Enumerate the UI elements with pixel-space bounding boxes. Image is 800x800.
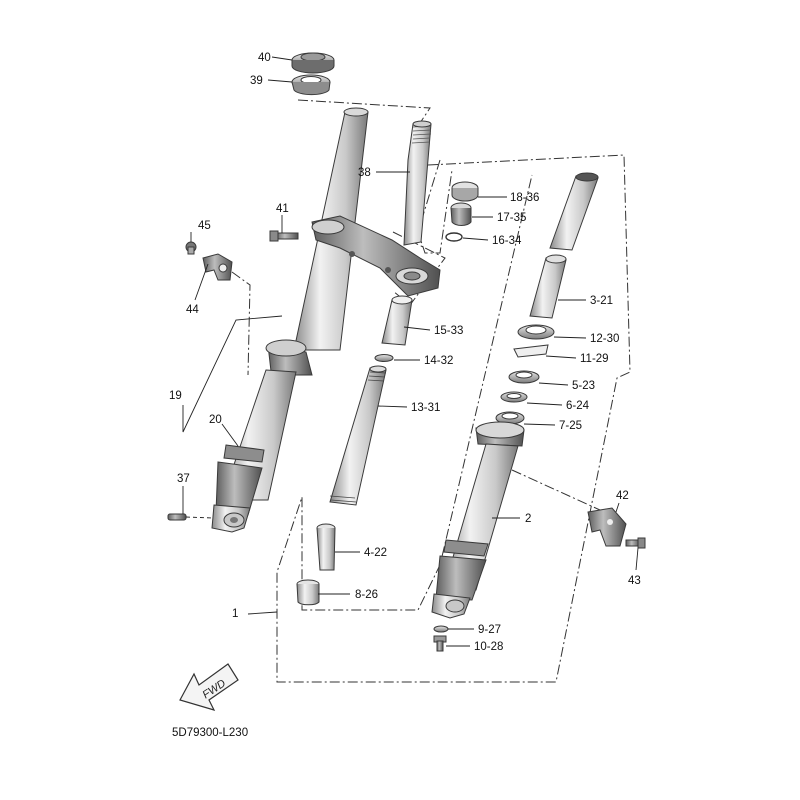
- part-labels: 40 39 38 41 45 44 19 20 37 1 18-36 17-35…: [169, 52, 641, 653]
- part-9-27-gasket: [433, 625, 449, 633]
- label-38: 38: [358, 167, 371, 179]
- part-44-cable-guide: [202, 253, 233, 281]
- part-10-28-bolt: [433, 635, 447, 652]
- label-20: 20: [209, 414, 222, 426]
- label-44: 44: [186, 304, 199, 316]
- part-11-29-clip: [513, 344, 549, 358]
- part-12-30-oil-seal: [517, 324, 555, 340]
- label-13-31: 13-31: [411, 402, 440, 414]
- cap-group-outline: [417, 159, 453, 254]
- part-38-steering-stem: [403, 120, 432, 246]
- label-2: 2: [525, 513, 531, 525]
- part-3-21-inner-tube: [529, 172, 599, 319]
- part-17-35-adjuster: [450, 202, 472, 226]
- label-37: 37: [177, 473, 190, 485]
- label-9-27: 9-27: [478, 624, 501, 636]
- part-under-bracket: [311, 215, 441, 297]
- part-37-bolt: [167, 513, 215, 521]
- label-18-36: 18-36: [510, 192, 539, 204]
- part-6-24-washer: [500, 391, 528, 403]
- part-40-cap-nut: [291, 52, 335, 74]
- part-14-32-ring: [374, 354, 394, 362]
- label-8-26: 8-26: [355, 589, 378, 601]
- part-5-23-dust-seal: [508, 370, 540, 384]
- label-19: 19: [169, 390, 182, 402]
- label-12-30: 12-30: [590, 333, 619, 345]
- part-18-36-cap-bolt: [451, 181, 479, 202]
- part-39-washer: [291, 74, 331, 96]
- label-7-25: 7-25: [559, 420, 582, 432]
- part-2-outer-tube: [431, 421, 525, 619]
- label-41: 41: [276, 203, 289, 215]
- part-13-31-damper-rod: [329, 365, 387, 506]
- diagram-code: 5D79300-L230: [172, 727, 248, 739]
- label-1: 1: [232, 608, 238, 620]
- part-8-26-collar: [296, 579, 320, 606]
- label-17-35: 17-35: [497, 212, 526, 224]
- label-10-28: 10-28: [474, 641, 503, 653]
- inner-components-outline: [276, 154, 631, 683]
- label-45: 45: [198, 220, 211, 232]
- label-11-29: 11-29: [580, 353, 609, 365]
- part-43-bolt: [625, 537, 646, 549]
- label-6-24: 6-24: [566, 400, 590, 412]
- part-41-bolt: [269, 230, 299, 242]
- fwd-arrow-icon: FWD: [179, 663, 239, 711]
- label-42: 42: [616, 490, 629, 502]
- part-20-outer-tube: [211, 339, 313, 533]
- leader-lines: [182, 56, 639, 647]
- part-16-34-o-ring: [445, 232, 463, 242]
- part-15-33-spacer: [381, 295, 413, 346]
- part-4-22-oil-lock-piece: [316, 523, 336, 571]
- label-14-32: 14-32: [424, 355, 453, 367]
- label-16-34: 16-34: [492, 235, 522, 247]
- label-5-23: 5-23: [572, 380, 595, 392]
- label-40: 40: [258, 52, 271, 64]
- bracket-42-outline: [511, 469, 601, 511]
- label-43: 43: [628, 575, 641, 587]
- label-15-33: 15-33: [434, 325, 463, 337]
- part-45-bolt: [185, 241, 197, 255]
- label-39: 39: [250, 75, 263, 87]
- part-7-25-bushing: [495, 411, 525, 425]
- label-4-22: 4-22: [364, 547, 387, 559]
- cable-guide-outline: [231, 271, 251, 376]
- label-3-21: 3-21: [590, 295, 613, 307]
- part-42-bracket: [587, 507, 627, 547]
